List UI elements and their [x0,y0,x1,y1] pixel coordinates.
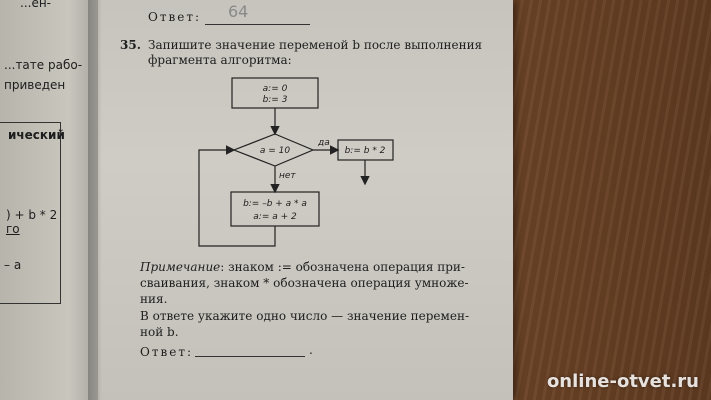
condition-text: a = 10 [260,146,291,156]
init-line2: b:= 3 [263,95,288,105]
bottom-answer-dot: . [309,343,313,357]
textbook-page [98,0,513,400]
question-text-line2: фрагмента алгоритма: [148,53,292,67]
question-text-line1: Запишите значение переменой b после выпо… [148,38,483,52]
page-fold-shadow [88,0,102,400]
bottom-answer-field[interactable] [195,356,305,357]
left-page-table [0,122,61,304]
note-line1-text: : знаком := обозначена операция при- [220,260,465,274]
note-line2: сваивания, знаком * обозначена операция … [140,276,469,290]
top-answer-handwritten: 64 [228,2,249,21]
previous-page: ...ен- ...тате рабо- приведен ический ) … [0,0,98,400]
left-page-text: ...ен- [20,0,52,10]
loop-line2: a:= a + 2 [253,212,297,222]
note-line4: В ответе укажите одно число — значение п… [140,309,470,323]
top-answer-line [205,24,310,25]
left-page-text: приведен [4,78,66,92]
arrow-loop-back [198,145,276,247]
note-line1: Примечание: знаком := обозначена операци… [140,260,465,274]
question-number: 35. [120,38,141,52]
yes-action-text: b:= b * 2 [345,146,386,156]
no-label: нет [279,171,296,181]
bottom-answer-label: Ответ: [140,345,194,359]
left-page-text: го [6,222,20,236]
left-page-text: ...тате рабо- [4,58,83,72]
note-label: Примечание [140,260,221,274]
loop-line1: b:= –b + a * a [243,199,307,209]
note-line3: ния. [140,292,168,306]
watermark: online-otvet.ru [546,371,699,392]
left-page-text: ) + b * 2 [6,208,58,222]
top-answer-label: Ответ: [148,10,202,24]
note-line5: ной b. [140,325,179,339]
init-line1: a:= 0 [263,84,288,94]
left-page-text: ический [8,128,65,142]
yes-label: да [317,138,330,148]
left-page-text: – а [4,258,22,272]
